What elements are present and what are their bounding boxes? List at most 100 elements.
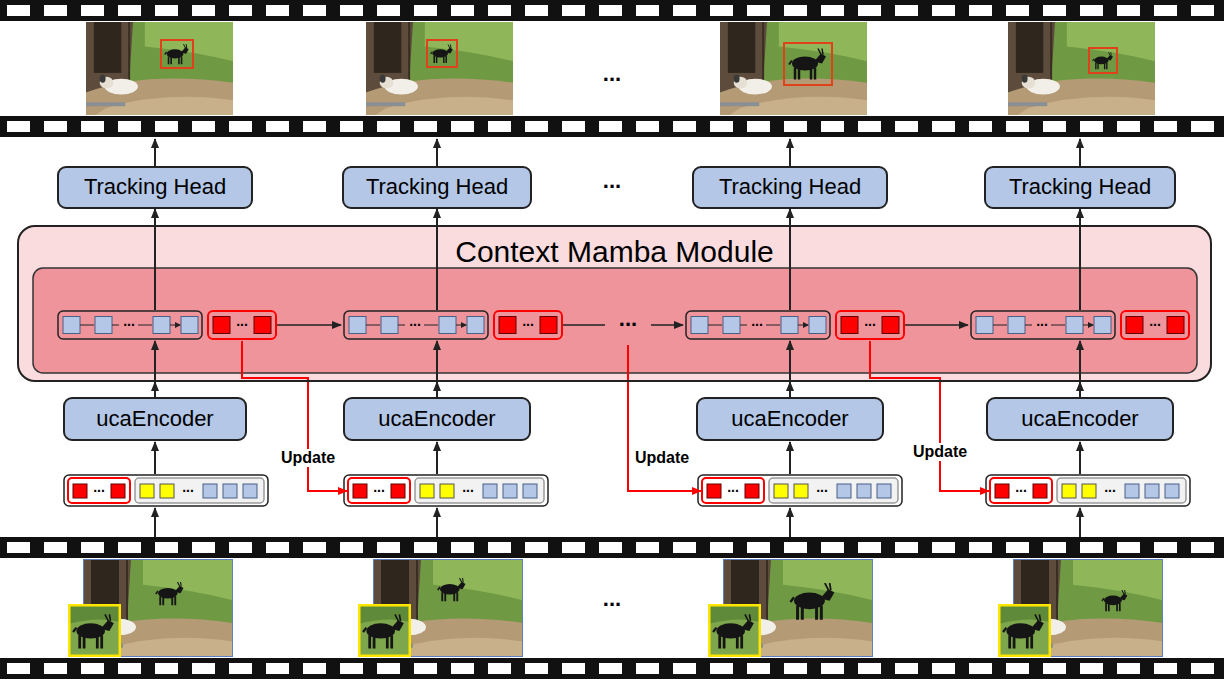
- output-frame: [784, 43, 832, 85]
- ellipsis-mark: ...: [816, 480, 828, 494]
- output-frame: [431, 44, 453, 63]
- tracking-head-box: Tracking Head: [57, 166, 253, 209]
- output-frame: [427, 40, 457, 67]
- flow-arrow: [436, 382, 438, 397]
- token-sequence: [836, 311, 904, 339]
- output-frame: [1089, 48, 1117, 73]
- encoder-box: ucaEncoder: [986, 397, 1174, 441]
- token-sequence: [208, 311, 276, 339]
- input-tokens: [698, 475, 902, 506]
- film-strip-bottom: [0, 537, 1224, 558]
- ellipsis-mark: ...: [373, 480, 385, 494]
- encoder-box: ucaEncoder: [343, 397, 531, 441]
- token-sequence: [344, 311, 488, 339]
- flow-arrow: [1079, 341, 1081, 382]
- update-arrow: [628, 345, 701, 491]
- ellipsis-mark: ...: [409, 314, 421, 328]
- update-label: Update: [632, 449, 692, 467]
- ellipsis-mark: ...: [727, 480, 739, 494]
- module-fill: [17, 225, 1212, 382]
- node-label: ucaEncoder: [378, 407, 495, 431]
- flow-arrow: [436, 508, 438, 537]
- sequence-arrow: [277, 324, 341, 326]
- token-sequence: [971, 311, 1115, 339]
- flow-arrow: [154, 382, 156, 397]
- update-arrow: [870, 341, 989, 491]
- flow-arrow: [1079, 508, 1081, 537]
- update-arrow: [242, 341, 347, 491]
- film-strip-bottom: [0, 537, 1224, 679]
- flow-arrow: [436, 209, 438, 225]
- flow-arrow: [154, 508, 156, 537]
- flow-arrow: [789, 209, 791, 225]
- flow-arrow: [436, 225, 438, 310]
- input-frame: [156, 582, 184, 605]
- output-frame: [161, 40, 193, 68]
- flow-arrow: [436, 442, 438, 474]
- flow-arrow: [789, 139, 791, 166]
- tracking-head-box: Tracking Head: [984, 166, 1176, 209]
- flow-arrow: [154, 442, 156, 474]
- film-strip-top: [0, 0, 1224, 21]
- ellipsis-mark: ...: [462, 480, 474, 494]
- encoder-box: ucaEncoder: [696, 397, 884, 441]
- node-label: ucaEncoder: [96, 407, 213, 431]
- flow-arrow: [436, 341, 438, 382]
- ellipsis-mark: ...: [619, 308, 637, 330]
- film-strip-top: [0, 0, 1224, 21]
- flow-arrow: [1079, 225, 1081, 310]
- node-label: ucaEncoder: [1021, 407, 1138, 431]
- film-strip-bottom: [0, 537, 1224, 558]
- input-frame: [358, 604, 411, 657]
- update-label: Update: [278, 449, 338, 467]
- ellipsis-mark: ...: [522, 314, 534, 328]
- node-label: Context Mamba Module: [455, 235, 774, 268]
- flow-arrow: [1079, 382, 1081, 397]
- token-sequence: [686, 311, 830, 339]
- ellipsis-mark: ...: [93, 480, 105, 494]
- ellipsis-mark: ...: [123, 314, 135, 328]
- ellipsis-mark: ...: [1015, 480, 1027, 494]
- input-frame: [708, 604, 761, 657]
- flow-arrow: [154, 225, 156, 310]
- film-strip-bottom: [0, 658, 1224, 679]
- module-box: Context Mamba Module: [17, 225, 1212, 382]
- node-label: ucaEncoder: [731, 407, 848, 431]
- encoder-box: ucaEncoder: [63, 397, 247, 441]
- tracking-head-box: Tracking Head: [692, 166, 888, 209]
- output-frame: [720, 22, 867, 115]
- ellipsis-mark: ...: [603, 63, 621, 85]
- update-arrow: [242, 341, 989, 491]
- ellipsis-mark: ...: [603, 170, 621, 192]
- sequence-arrow: [651, 324, 683, 326]
- tracking-head-box: Tracking Head: [342, 166, 532, 209]
- flow-arrow: [789, 508, 791, 537]
- token-sequence: [494, 311, 562, 339]
- flow-arrow: [154, 139, 156, 166]
- flow-arrow: [789, 442, 791, 474]
- input-tokens: [64, 475, 268, 506]
- module-fill: [33, 268, 1197, 373]
- output-frame: [789, 49, 826, 80]
- input-frame: [438, 578, 466, 601]
- output-frame: [86, 22, 233, 115]
- output-frame: [1093, 52, 1113, 69]
- film-strip-bottom: [0, 658, 1224, 679]
- flow-arrow: [789, 225, 791, 310]
- ellipsis-mark: ...: [182, 480, 194, 494]
- ellipsis-mark: ...: [864, 314, 876, 328]
- flow-arrow: [154, 209, 156, 225]
- flow-arrow: [155, 139, 1080, 537]
- node-label: Tracking Head: [366, 175, 508, 199]
- output-frame: [165, 44, 189, 64]
- connector-group: [155, 209, 1080, 397]
- node-label: Tracking Head: [719, 175, 861, 199]
- flow-arrow: [789, 341, 791, 382]
- film-strip-top: [0, 116, 1224, 137]
- film-strip-top: [0, 0, 1224, 137]
- output-frame: [366, 22, 513, 115]
- node-label: Tracking Head: [84, 175, 226, 199]
